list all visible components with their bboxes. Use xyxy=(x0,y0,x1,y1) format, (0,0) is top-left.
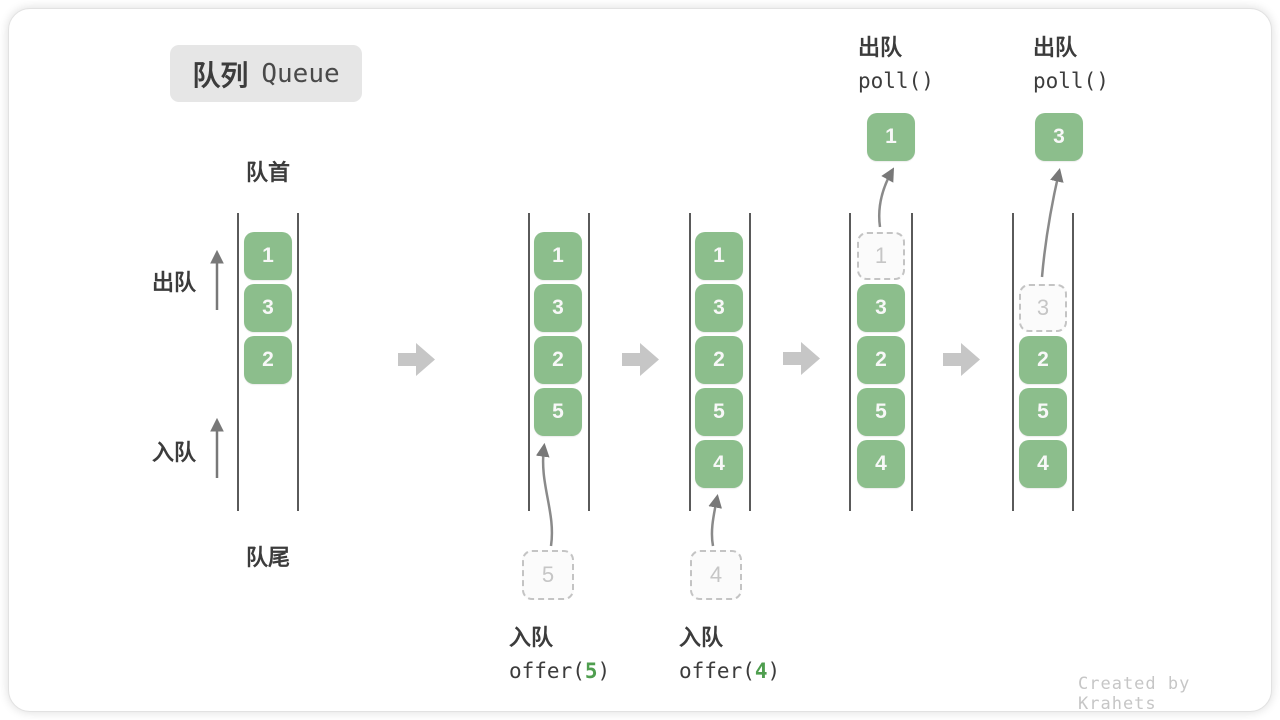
offer-suffix: ) xyxy=(767,659,781,683)
dequeue-call-1: 出队 poll() xyxy=(858,30,934,93)
queue-item: 1 xyxy=(244,232,292,280)
flow-arrow-icon xyxy=(943,343,980,376)
queue-item: 3 xyxy=(534,284,582,332)
poll-call-text: poll() xyxy=(858,69,934,93)
title-chinese: 队列 xyxy=(192,59,249,91)
poll-call-text: poll() xyxy=(1033,69,1109,93)
queue1-left-wall xyxy=(237,213,239,511)
queue5-right-wall xyxy=(1072,213,1074,511)
removed-item: 3 xyxy=(1019,284,1067,332)
queue4-left-wall xyxy=(849,213,851,511)
dequeued-item: 3 xyxy=(1035,113,1083,161)
dequeue-side-label: 出队 xyxy=(152,270,197,295)
queue5-left-wall xyxy=(1012,213,1014,511)
offer-suffix: ) xyxy=(597,659,611,683)
dequeue-call-label: 出队 xyxy=(858,35,903,60)
incoming-item: 5 xyxy=(522,550,574,600)
title-english: Queue xyxy=(261,58,340,89)
flow-arrow-icon xyxy=(398,343,435,376)
queue-item: 5 xyxy=(1019,388,1067,436)
enqueue-call-2: 入队 offer(4) xyxy=(679,620,780,683)
queue-item: 2 xyxy=(857,336,905,384)
queue2-right-wall xyxy=(588,213,590,511)
offer-arg: 4 xyxy=(754,659,768,683)
queue-item: 2 xyxy=(1019,336,1067,384)
enqueue-call-1: 入队 offer(5) xyxy=(509,620,610,683)
dequeue-call-label: 出队 xyxy=(1033,35,1078,60)
offer-prefix: offer( xyxy=(509,659,585,683)
queue-item: 4 xyxy=(857,440,905,488)
queue-item: 2 xyxy=(244,336,292,384)
diagram-title: 队列 Queue xyxy=(170,45,362,102)
removed-item: 1 xyxy=(857,232,905,280)
dequeue-call-2: 出队 poll() xyxy=(1033,30,1109,93)
queue-item: 3 xyxy=(857,284,905,332)
dequeued-item: 1 xyxy=(867,113,915,161)
incoming-item: 4 xyxy=(690,550,742,600)
enqueue-call-label: 入队 xyxy=(679,625,724,650)
offer-prefix: offer( xyxy=(679,659,755,683)
offer-call-text: offer(5) xyxy=(509,659,610,683)
queue-item: 4 xyxy=(1019,440,1067,488)
queue3-right-wall xyxy=(749,213,751,511)
queue-item: 5 xyxy=(695,388,743,436)
queue-item: 2 xyxy=(534,336,582,384)
queue-front-label: 队首 xyxy=(245,160,290,185)
queue-item: 1 xyxy=(534,232,582,280)
queue-item: 5 xyxy=(534,388,582,436)
offer-call-text: offer(4) xyxy=(679,659,780,683)
queue-item: 2 xyxy=(695,336,743,384)
watermark: Created by Krahets xyxy=(1078,674,1191,714)
offer-arg: 5 xyxy=(584,659,598,683)
queue3-left-wall xyxy=(689,213,691,511)
queue-item: 3 xyxy=(244,284,292,332)
enqueue-side-label: 入队 xyxy=(152,440,197,465)
queue-rear-label: 队尾 xyxy=(245,545,290,570)
queue-item: 5 xyxy=(857,388,905,436)
queue4-right-wall xyxy=(911,213,913,511)
queue-item: 3 xyxy=(695,284,743,332)
queue2-left-wall xyxy=(528,213,530,511)
flow-arrow-icon xyxy=(622,343,659,376)
flow-arrow-icon xyxy=(783,342,820,375)
queue-item: 1 xyxy=(695,232,743,280)
enqueue-call-label: 入队 xyxy=(509,625,554,650)
queue1-right-wall xyxy=(297,213,299,511)
queue-item: 4 xyxy=(695,440,743,488)
